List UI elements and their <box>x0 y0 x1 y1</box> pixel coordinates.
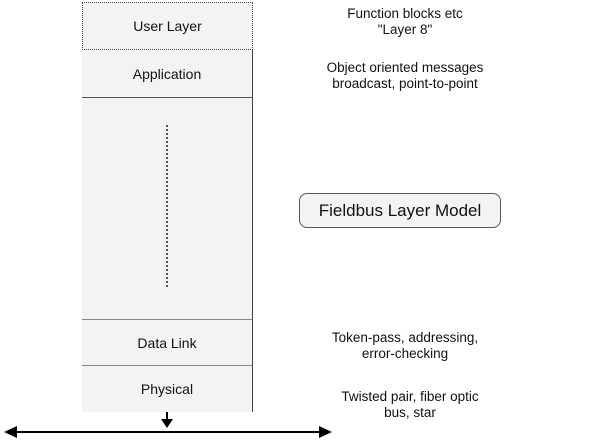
physical-note-line-2: bus, star <box>384 405 436 420</box>
data-link-layer-note: Token-pass, addressing, error-checking <box>305 330 505 362</box>
stack-connector-arrowhead <box>161 419 173 428</box>
user-layer: User Layer <box>82 2 253 50</box>
data-link-layer: Data Link <box>82 320 253 366</box>
user-note-line-1: Function blocks etc <box>347 6 463 21</box>
application-note-line-2: broadcast, point-to-point <box>332 76 478 91</box>
ellipsis-dots <box>166 125 168 287</box>
bus-left-arrowhead <box>4 426 17 438</box>
bus-right-arrowhead <box>319 426 332 438</box>
layer-stack: User Layer Application Data Link Physica… <box>82 2 253 412</box>
user-note-line-2: "Layer 8" <box>377 22 433 37</box>
physical-layer-label: Physical <box>140 381 194 397</box>
application-note-line-1: Object oriented messages <box>326 60 484 75</box>
application-layer: Application <box>82 50 253 98</box>
data-link-note-line-2: error-checking <box>361 346 449 361</box>
physical-layer-note: Twisted pair, fiber optic bus, star <box>305 389 515 421</box>
diagram-title: Fieldbus Layer Model <box>318 200 482 220</box>
data-link-layer-label: Data Link <box>137 334 197 351</box>
physical-note-line-1: Twisted pair, fiber optic <box>341 389 479 404</box>
diagram-title-box: Fieldbus Layer Model <box>299 193 501 228</box>
physical-layer: Physical <box>82 366 253 412</box>
data-link-note-line-1: Token-pass, addressing, <box>331 330 479 345</box>
application-layer-label: Application <box>132 65 202 82</box>
user-layer-note: Function blocks etc "Layer 8" <box>310 6 500 38</box>
user-layer-label: User Layer <box>133 18 202 34</box>
intermediate-layers <box>82 98 253 320</box>
application-layer-note: Object oriented messages broadcast, poin… <box>300 60 510 92</box>
